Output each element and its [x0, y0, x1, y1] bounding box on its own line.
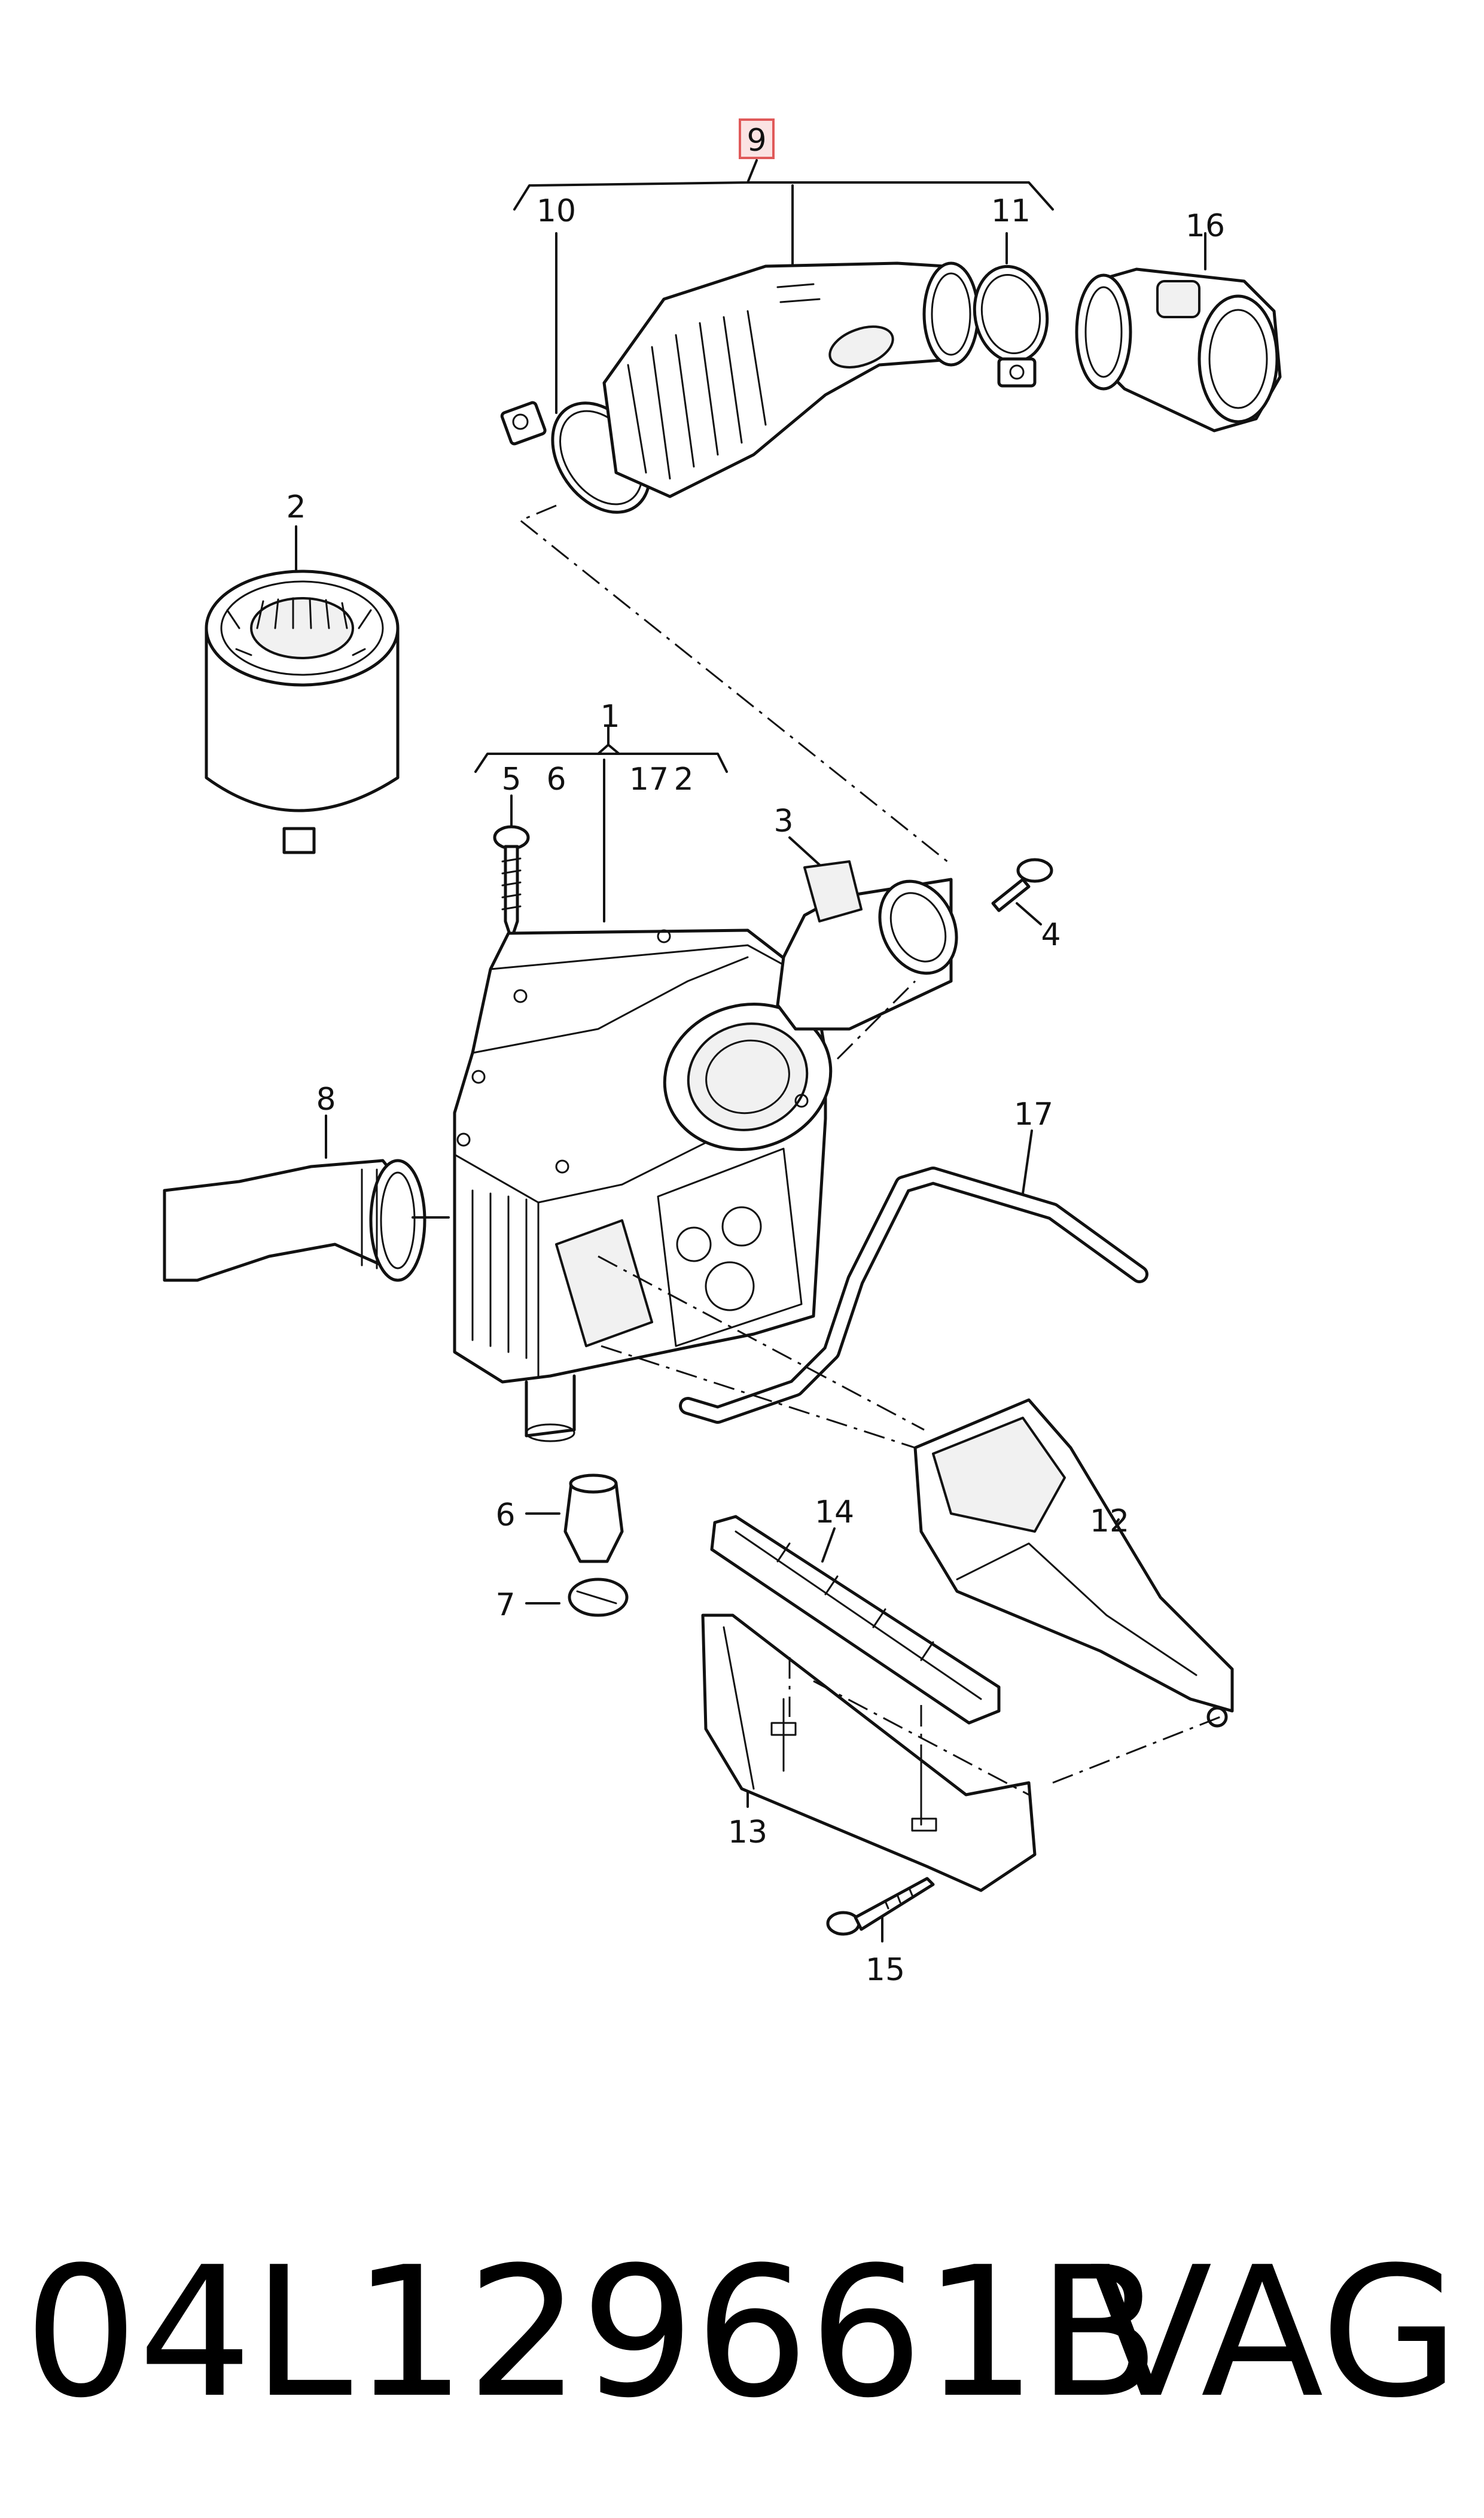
screw-4 — [991, 858, 1053, 925]
callout-7[interactable]: 7 — [495, 1587, 515, 1623]
callout-4[interactable]: 4 — [1041, 917, 1061, 953]
intake-hose-9 — [602, 261, 980, 498]
air-guide-12 — [913, 1398, 1234, 1728]
callout-10[interactable]: 10 — [537, 193, 576, 229]
lower-tray-13 — [701, 1613, 1037, 1892]
vent-hose-17 — [679, 1129, 1148, 1424]
callout-2-filter[interactable]: 2 — [286, 489, 306, 525]
assembly-guide-lines — [519, 504, 1221, 1796]
intake-duct-8 — [163, 1115, 450, 1282]
assembly-bracket-9 — [513, 118, 1054, 414]
air-filter-element-2 — [205, 525, 400, 854]
callout-17-bracket[interactable]: 17 — [629, 762, 669, 797]
callout-13[interactable]: 13 — [728, 1814, 767, 1850]
cap-7 — [525, 1578, 629, 1617]
assembly-bracket-1 — [474, 726, 728, 922]
screw-5 — [493, 825, 530, 941]
valve-6 — [525, 1473, 624, 1563]
callout-labels: 9 10 11 16 2 1 5 6 17 2 3 4 8 17 6 14 12… — [286, 123, 1225, 1988]
callout-15[interactable]: 15 — [866, 1952, 905, 1988]
air-filter-housing-1 — [453, 928, 833, 1442]
callout-8[interactable]: 8 — [316, 1082, 336, 1118]
hose-clamp-11 — [973, 265, 1049, 388]
callout-1[interactable]: 1 — [600, 699, 620, 735]
brand-label: VAG — [1089, 2228, 1459, 2437]
callout-14[interactable]: 14 — [815, 1494, 854, 1530]
callout-16[interactable]: 16 — [1186, 208, 1225, 244]
callout-12[interactable]: 12 — [1090, 1503, 1129, 1539]
callout-9[interactable]: 9 — [746, 123, 766, 159]
footer: 04L129661B VAG — [24, 2225, 1459, 2441]
callout-3[interactable]: 3 — [773, 803, 793, 839]
callout-11[interactable]: 11 — [991, 193, 1031, 229]
mass-air-flow-sensor-3 — [776, 836, 958, 1031]
callout-6-bracket[interactable]: 6 — [546, 762, 566, 797]
adapter-16 — [1075, 232, 1282, 433]
part-number: 04L129661B — [24, 2228, 1160, 2437]
callout-17[interactable]: 17 — [1014, 1097, 1053, 1132]
callout-9-highlight-box[interactable] — [739, 118, 775, 159]
callout-6[interactable]: 6 — [495, 1497, 515, 1533]
callout-5[interactable]: 5 — [501, 762, 521, 797]
callout-2-bracket[interactable]: 2 — [674, 762, 693, 797]
bolt-15 — [826, 1877, 935, 1942]
frame-14 — [710, 1515, 1001, 1725]
